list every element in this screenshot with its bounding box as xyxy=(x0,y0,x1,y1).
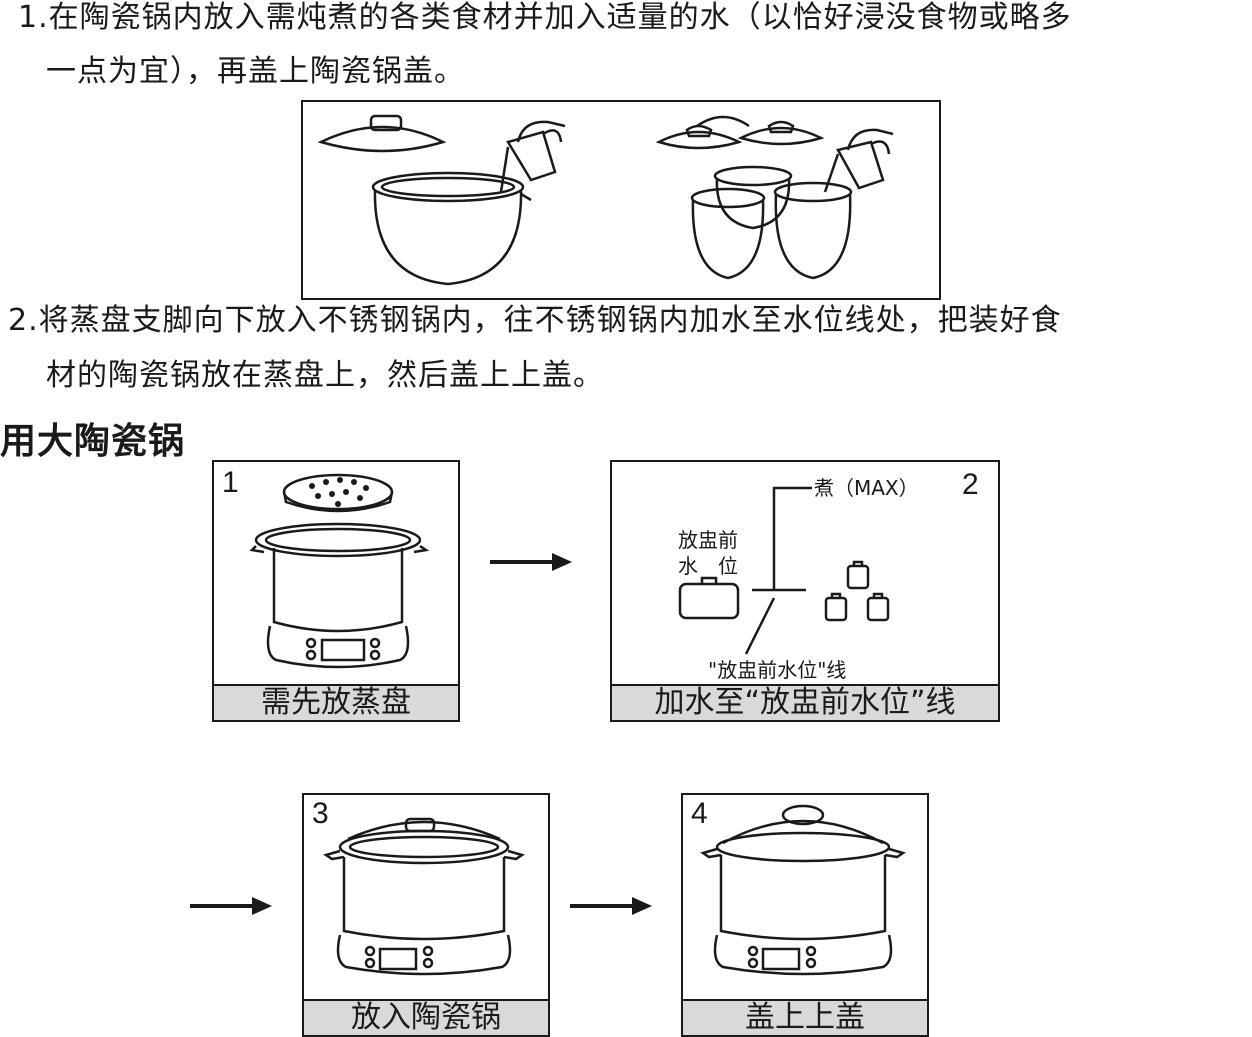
label-water-line: "放盅前水位"线 xyxy=(708,658,847,682)
panel-3: 3 放入陶瓷锅 xyxy=(302,793,550,1037)
label-before-level-a: 放盅前 xyxy=(678,528,738,552)
panel-2-number: 2 xyxy=(962,468,979,501)
section-title: 用大陶瓷锅 xyxy=(0,421,186,462)
panel-3-caption: 放入陶瓷锅 xyxy=(304,999,548,1035)
steam-plate-cooker-drawing xyxy=(249,473,430,669)
panel-4-caption: 盖上上盖 xyxy=(683,999,927,1035)
arrow-right-icon xyxy=(490,553,572,571)
step2-line1: 2.将蒸盘支脚向下放入不锈钢锅内，往不锈钢锅内加水至水位线处，把装好食 xyxy=(8,303,1062,338)
panel-4: 4 盖上上盖 xyxy=(681,793,929,1037)
label-max-level: 煮（MAX） xyxy=(814,476,919,500)
arrow-right-icon xyxy=(190,897,272,915)
panel-3-number: 3 xyxy=(312,797,329,830)
panel-1-number: 1 xyxy=(222,466,239,499)
panel-2: 煮（MAX） 放盅前 水 位 "放盅前水位"线 2 加水至“放盅前水位”线 xyxy=(610,460,1000,722)
panel-2-caption: 加水至“放盅前水位”线 xyxy=(612,684,998,720)
step1-line2: 一点为宜），再盖上陶瓷锅盖。 xyxy=(46,54,465,89)
panel-1: 1 需先放蒸盘 xyxy=(212,460,460,722)
ceramic-pot-in-cooker-drawing xyxy=(323,817,525,976)
arrow-right-icon xyxy=(570,897,652,915)
water-level-diagram xyxy=(678,486,890,655)
label-before-level-b: 水 位 xyxy=(678,554,738,578)
step1-line1: 1.在陶瓷锅内放入需炖煮的各类食材并加入适量的水（以恰好浸没食物或略多 xyxy=(18,0,1072,35)
ceramic-pots-drawing xyxy=(317,114,894,286)
panel-4-number: 4 xyxy=(691,797,708,830)
lidded-cooker-drawing xyxy=(700,804,906,976)
panel-1-caption: 需先放蒸盘 xyxy=(214,684,458,720)
ceramic-pot-illustration xyxy=(301,100,941,300)
step2-line2: 材的陶瓷锅放在蒸盘上，然后盖上上盖。 xyxy=(46,358,604,393)
